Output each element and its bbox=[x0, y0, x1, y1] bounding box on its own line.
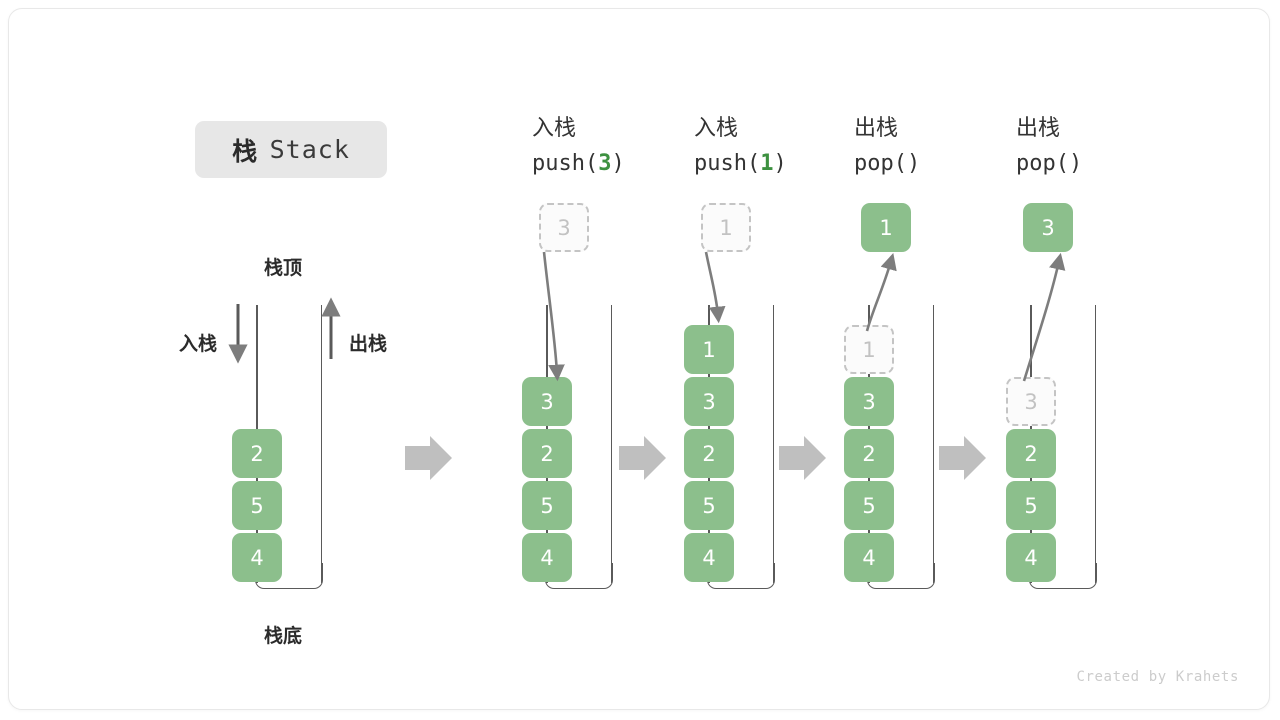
label-stack-top: 栈顶 bbox=[264, 257, 303, 279]
step-arrow-1 bbox=[405, 436, 452, 480]
column-header-code: pop() bbox=[854, 151, 921, 177]
column-header-pop-1: 出栈 pop() bbox=[854, 113, 920, 179]
stack-cell: 4 bbox=[522, 533, 572, 582]
column-header-push-3: 入栈 push(3) bbox=[532, 113, 625, 179]
stack-cell: 2 bbox=[844, 429, 894, 478]
stack-cell: 2 bbox=[684, 429, 734, 478]
stack-cell: 1 bbox=[684, 325, 734, 374]
tube-wall-r bbox=[772, 305, 774, 583]
stack-cell: 3 bbox=[522, 377, 572, 426]
stack-cell: 3 bbox=[1006, 377, 1056, 426]
column-header-argument: 1 bbox=[760, 151, 774, 177]
column-header-cn: 入栈 bbox=[694, 116, 739, 141]
stack-cell: 4 bbox=[844, 533, 894, 582]
title-cn: 栈 bbox=[232, 136, 258, 166]
footer-credit: Created by Krahets bbox=[1076, 669, 1239, 685]
stack-cell: 4 bbox=[1006, 533, 1056, 582]
float-box-push-1: 1 bbox=[701, 203, 751, 252]
column-header-cn: 出栈 bbox=[854, 116, 899, 141]
stack-cell: 2 bbox=[1006, 429, 1056, 478]
float-box-push-3: 3 bbox=[539, 203, 589, 252]
column-header-pop-3: 出栈 pop() bbox=[1016, 113, 1082, 179]
stack-cell: 5 bbox=[684, 481, 734, 530]
column-header-code: push(1) bbox=[694, 151, 787, 177]
column-header-code: push(3) bbox=[532, 151, 625, 177]
stack-cell: 2 bbox=[232, 429, 282, 478]
column-header-cn: 入栈 bbox=[532, 116, 577, 141]
stack-cell: 4 bbox=[684, 533, 734, 582]
stack-cell: 5 bbox=[1006, 481, 1056, 530]
float-box-pop-1: 1 bbox=[861, 203, 911, 252]
stack-cell: 4 bbox=[232, 533, 282, 582]
stack-cell: 2 bbox=[522, 429, 572, 478]
tube-wall-r bbox=[610, 305, 612, 583]
column-header-argument: 3 bbox=[598, 151, 612, 177]
label-push: 入栈 bbox=[179, 333, 218, 355]
title-badge: 栈 Stack bbox=[195, 121, 387, 178]
tube-wall-r bbox=[1094, 305, 1096, 583]
stack-cell: 3 bbox=[684, 377, 734, 426]
column-header-push-1: 入栈 push(1) bbox=[694, 113, 787, 179]
stack-cell: 1 bbox=[844, 325, 894, 374]
tube-wall-r bbox=[320, 305, 322, 583]
float-box-pop-3: 3 bbox=[1023, 203, 1073, 252]
stack-cell: 5 bbox=[522, 481, 572, 530]
column-header-code: pop() bbox=[1016, 151, 1083, 177]
column-header-cn: 出栈 bbox=[1016, 116, 1061, 141]
stack-cell: 5 bbox=[844, 481, 894, 530]
label-pop: 出栈 bbox=[349, 333, 388, 355]
stack-cell: 5 bbox=[232, 481, 282, 530]
title-en: Stack bbox=[269, 135, 350, 164]
tube-wall-r bbox=[932, 305, 934, 583]
stack-cell: 3 bbox=[844, 377, 894, 426]
label-stack-bottom: 栈底 bbox=[264, 625, 303, 647]
